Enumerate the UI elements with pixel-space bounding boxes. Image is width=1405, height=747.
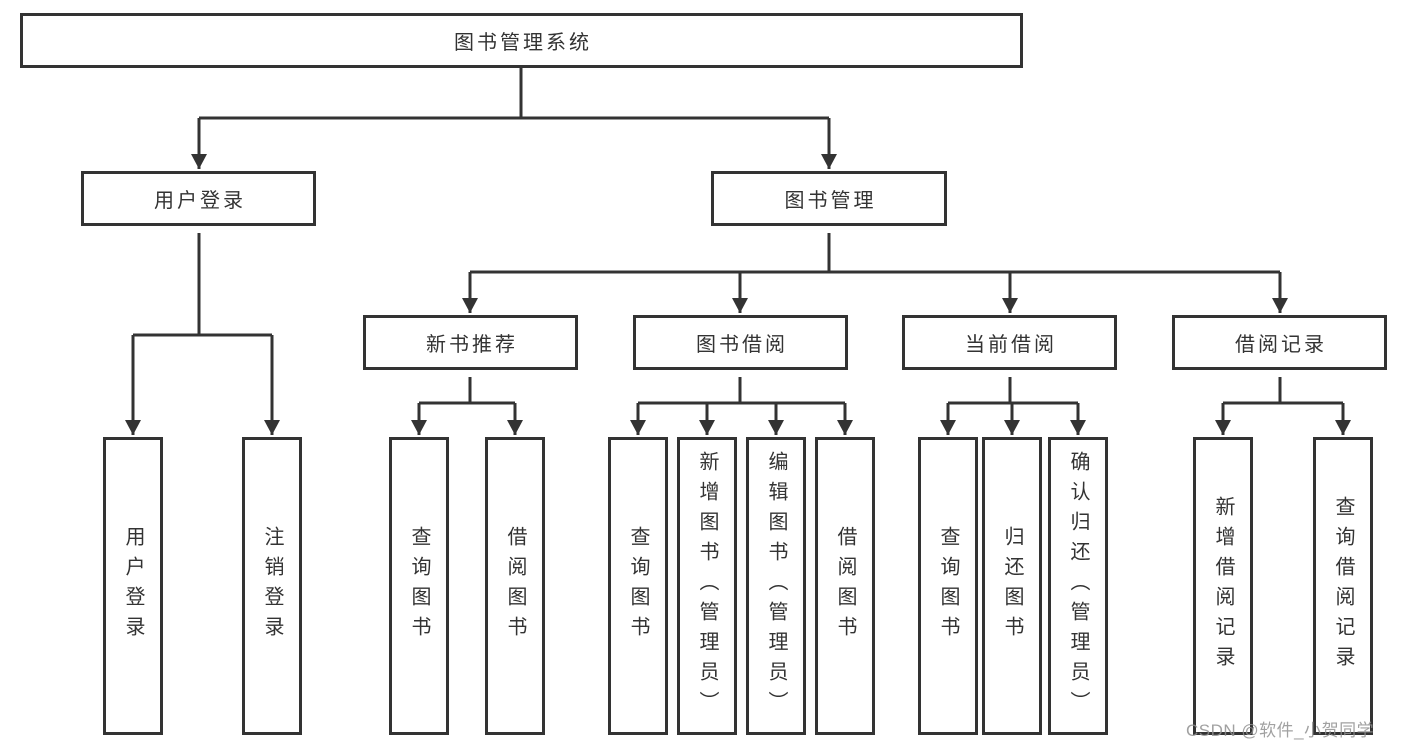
node-book-management-label: 图书管理 xyxy=(784,190,877,212)
node-book-borrow: 图书借阅 xyxy=(633,315,848,370)
leaf-return-books-label: 归还图书 xyxy=(1001,526,1023,646)
leaf-add-borrow-record-label: 新增借阅记录 xyxy=(1212,496,1234,676)
watermark: CSDN @软件_小贺同学 xyxy=(1186,721,1375,740)
node-book-management: 图书管理 xyxy=(711,171,947,226)
leaf-borrow-books-recommend-label: 借阅图书 xyxy=(504,526,526,646)
node-root: 图书管理系统 xyxy=(20,13,1023,68)
node-new-book-recommend: 新书推荐 xyxy=(363,315,578,370)
leaf-query-books-recommend-label: 查询图书 xyxy=(408,526,430,646)
leaf-borrow-books-recommend: 借阅图书 xyxy=(485,437,545,735)
leaf-query-borrow-record-label: 查询借阅记录 xyxy=(1332,496,1354,676)
node-root-label: 图书管理系统 xyxy=(454,32,592,54)
leaf-query-books-borrow: 查询图书 xyxy=(608,437,668,735)
leaf-query-books-recommend: 查询图书 xyxy=(389,437,449,735)
leaf-add-books-admin-label: 新增图书（管理员） xyxy=(696,451,718,721)
leaf-return-books: 归还图书 xyxy=(982,437,1042,735)
node-borrow-records: 借阅记录 xyxy=(1172,315,1387,370)
leaf-query-borrow-record: 查询借阅记录 xyxy=(1313,437,1373,735)
node-current-borrow: 当前借阅 xyxy=(902,315,1117,370)
node-new-book-recommend-label: 新书推荐 xyxy=(426,334,518,356)
leaf-query-books-current-label: 查询图书 xyxy=(937,526,959,646)
leaf-user-login-label: 用户登录 xyxy=(122,526,144,646)
node-current-borrow-label: 当前借阅 xyxy=(965,334,1057,356)
leaf-query-books-current: 查询图书 xyxy=(918,437,978,735)
leaf-confirm-return-admin: 确认归还（管理员） xyxy=(1048,437,1108,735)
leaf-user-login: 用户登录 xyxy=(103,437,163,735)
leaf-logout-label: 注销登录 xyxy=(261,526,283,646)
node-user-login: 用户登录 xyxy=(81,171,316,226)
leaf-edit-books-admin: 编辑图书（管理员） xyxy=(746,437,806,735)
node-borrow-records-label: 借阅记录 xyxy=(1235,334,1327,356)
leaf-borrow-books-label: 借阅图书 xyxy=(834,526,856,646)
node-user-login-label: 用户登录 xyxy=(154,190,246,212)
leaf-add-borrow-record: 新增借阅记录 xyxy=(1193,437,1253,735)
leaf-borrow-books: 借阅图书 xyxy=(815,437,875,735)
leaf-query-books-borrow-label: 查询图书 xyxy=(627,526,649,646)
leaf-confirm-return-admin-label: 确认归还（管理员） xyxy=(1067,451,1089,721)
leaf-edit-books-admin-label: 编辑图书（管理员） xyxy=(765,451,787,721)
leaf-logout: 注销登录 xyxy=(242,437,302,735)
node-book-borrow-label: 图书借阅 xyxy=(696,334,788,356)
leaf-add-books-admin: 新增图书（管理员） xyxy=(677,437,737,735)
